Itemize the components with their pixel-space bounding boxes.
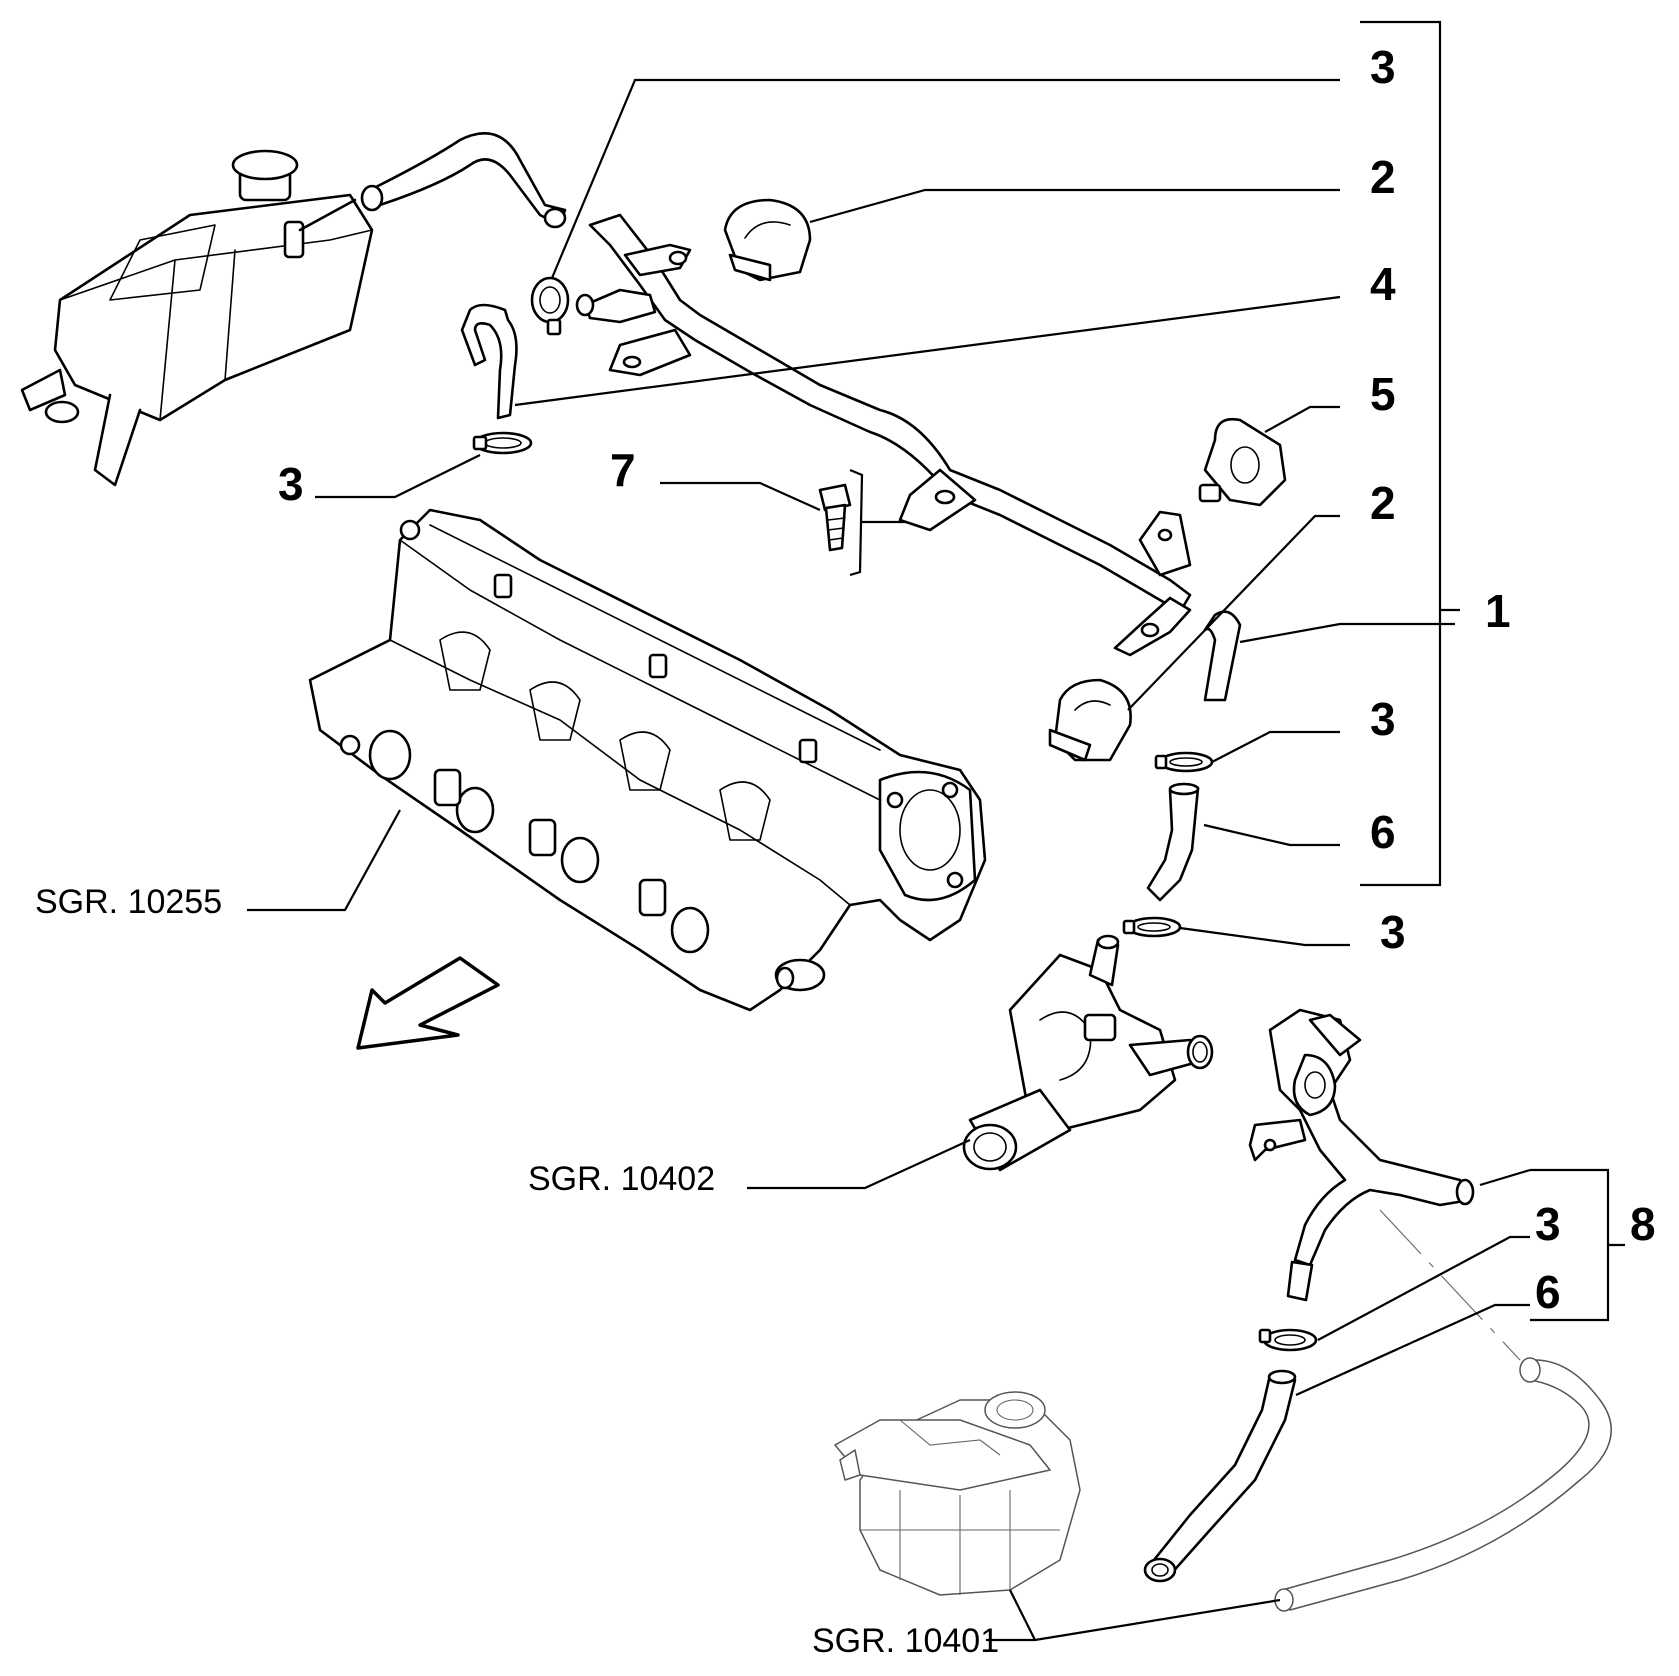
direction-arrow [356,956,500,1050]
callout-3e: 3 [1535,1198,1561,1250]
callout-7: 7 [610,444,636,496]
thermostat-housing [962,934,1214,1172]
coolant-pipe-assembly [575,213,1192,657]
leader-3c [1179,926,1350,947]
clamp-3-right [1154,751,1214,773]
leader-3a [550,78,1340,279]
leader-4 [514,295,1341,407]
callout-1: 1 [1485,585,1511,637]
callout-6a: 6 [1370,806,1396,858]
bolt-7 [818,468,864,577]
tank-vent-hose [360,132,567,229]
reference-hose-outline [1274,1209,1612,1612]
reservoir-outline [834,1391,1081,1596]
bracket-group-1 [1360,20,1442,887]
hose-6-upper [1146,782,1200,902]
leader-1 [1239,622,1455,644]
callout-3a: 3 [1370,41,1396,93]
leader-3b [1211,730,1340,763]
leader-8-top [1479,1168,1531,1187]
clamp-3-left [472,431,533,455]
leader-3d [315,454,481,499]
leader-10401 [986,1589,1281,1642]
leader-5 [1264,405,1340,433]
intake-manifold [308,508,987,1012]
leader-10402 [747,1138,971,1190]
expansion-tank-top [20,149,374,487]
hose-6-lower [1143,1369,1297,1583]
clip-2-top [723,198,812,282]
clamp-3-lower [1122,916,1182,938]
callout-5: 5 [1370,368,1396,420]
callout-8: 8 [1630,1198,1656,1250]
leader-10255 [247,809,401,912]
clip-5 [1198,417,1287,507]
leader-6a [1203,823,1340,847]
leader-3e [1317,1235,1530,1341]
clamp-3-top [530,276,570,336]
leader-2b [1127,514,1340,711]
clip-2-lower [1048,678,1132,762]
ref-sgr-10255: SGR. 10255 [35,883,222,921]
clamp-3-bottom [1258,1328,1318,1352]
ref-sgr-10402: SGR. 10402 [528,1160,715,1198]
callout-3d: 3 [278,458,304,510]
leader-7 [660,481,821,512]
leader-2a [809,188,1340,224]
callout-2a: 2 [1370,151,1396,203]
pipe-assembly-8 [1248,1008,1475,1302]
callout-3b: 3 [1370,693,1396,745]
callout-6b: 6 [1535,1266,1561,1318]
callout-4: 4 [1370,258,1396,310]
hose-4 [460,303,518,420]
callout-3c: 3 [1380,906,1406,958]
ref-sgr-10401: SGR. 10401 [812,1622,999,1660]
callout-2b: 2 [1370,477,1396,529]
leader-6b [1295,1303,1530,1397]
